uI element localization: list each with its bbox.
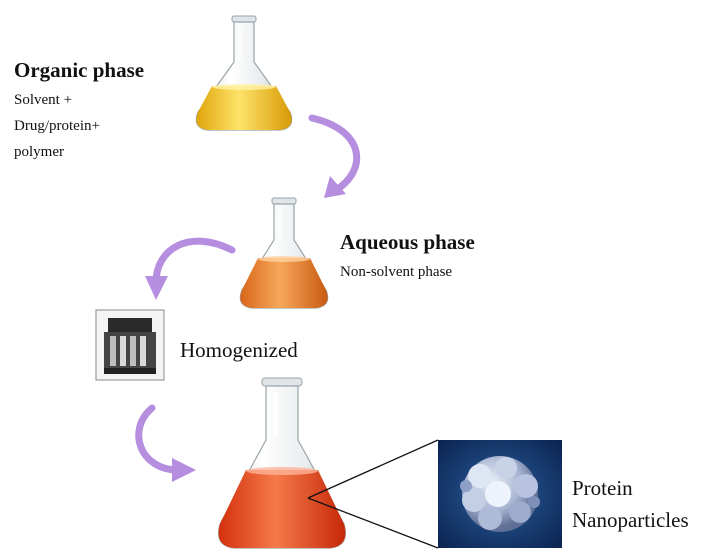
arrow-organic-to-aqueous bbox=[308, 114, 361, 198]
zoom-lines bbox=[307, 439, 439, 549]
aqueous-phase-title: Aqueous phase bbox=[340, 230, 475, 254]
organic-phase-title: Organic phase bbox=[14, 58, 145, 82]
product-line-1: Protein bbox=[572, 476, 633, 500]
organic-phase-line-3: polymer bbox=[14, 144, 64, 160]
arrow-homogenizer-to-product bbox=[135, 404, 196, 482]
homogenizer-image bbox=[95, 309, 165, 381]
nanoparticle-image bbox=[438, 440, 562, 548]
aqueous-flask bbox=[239, 197, 329, 309]
organic-flask bbox=[195, 15, 293, 131]
arrow-aqueous-to-homogenizer bbox=[145, 237, 236, 300]
product-line-2: Nanoparticles bbox=[572, 508, 689, 532]
aqueous-phase-line-1: Non-solvent phase bbox=[340, 264, 453, 280]
organic-phase-line-1: Solvent + bbox=[14, 92, 73, 108]
homogenized-label: Homogenized bbox=[180, 338, 298, 362]
organic-phase-line-2: Drug/protein+ bbox=[14, 118, 100, 134]
product-flask bbox=[218, 377, 346, 549]
